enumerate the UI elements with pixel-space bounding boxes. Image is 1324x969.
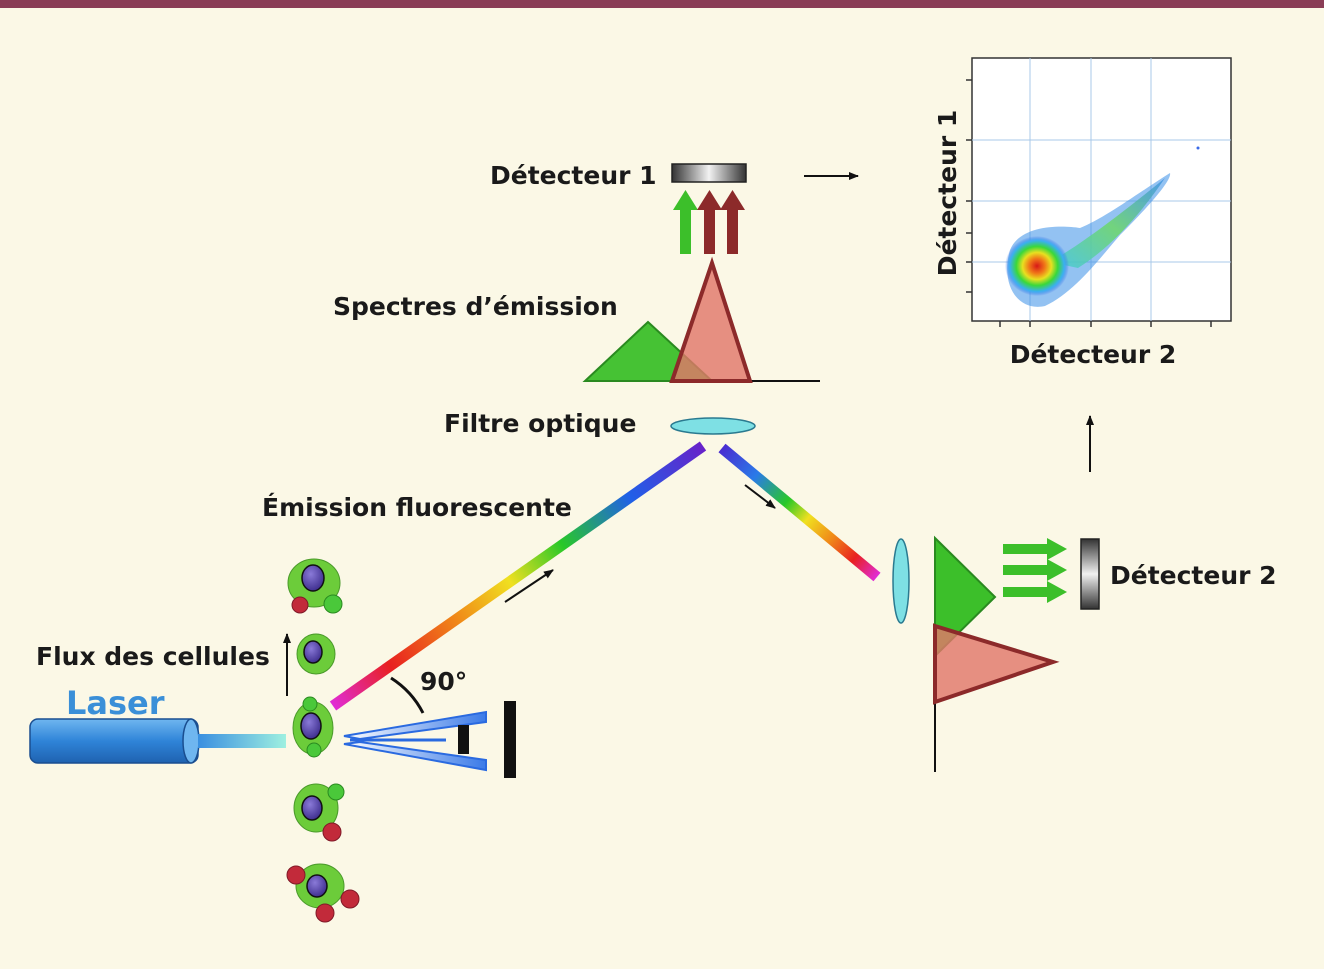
laser-label: Laser (66, 684, 165, 722)
fluorescent-emission-label: Émission fluorescente (262, 493, 572, 522)
optical-filter (670, 417, 756, 435)
cell-5 (286, 863, 360, 923)
plot-ylabel: Détecteur 1 (933, 110, 962, 277)
angle-label: 90° (420, 667, 467, 696)
detector-1 (671, 163, 747, 183)
top-bar (0, 0, 1324, 8)
emission-arrows-right (1003, 538, 1067, 603)
optical-filter-label: Filtre optique (444, 409, 636, 438)
cell-4 (293, 783, 345, 842)
emission-spectra-label: Spectres d’émission (333, 292, 618, 321)
emission-spectra-right (933, 535, 1060, 772)
forward-scatter-detector (504, 701, 516, 778)
detector-2 (1080, 538, 1100, 610)
detector-2-label: Détecteur 2 (1110, 561, 1277, 590)
detector-1-label: Détecteur 1 (490, 161, 657, 190)
forward-scatter (343, 701, 516, 778)
cell-1 (287, 558, 343, 614)
laser (29, 718, 286, 764)
emission-spectra-top (582, 256, 820, 383)
fluorescent-beam-1 (329, 441, 707, 711)
lens-2 (892, 538, 910, 624)
plot-xlabel: Détecteur 2 (1010, 340, 1177, 369)
cell-3-illuminated (292, 696, 334, 758)
beam-direction-arrow-1 (504, 569, 554, 603)
emission-arrows-up (673, 190, 745, 254)
density-plot (966, 57, 1232, 327)
fluorescent-beam-2 (718, 443, 881, 582)
cell-2 (296, 633, 336, 675)
beam-direction-arrow-2 (744, 484, 776, 509)
cell-flow-label: Flux des cellules (36, 642, 270, 671)
beam-blocker (458, 725, 469, 754)
angle-arc (390, 676, 425, 714)
